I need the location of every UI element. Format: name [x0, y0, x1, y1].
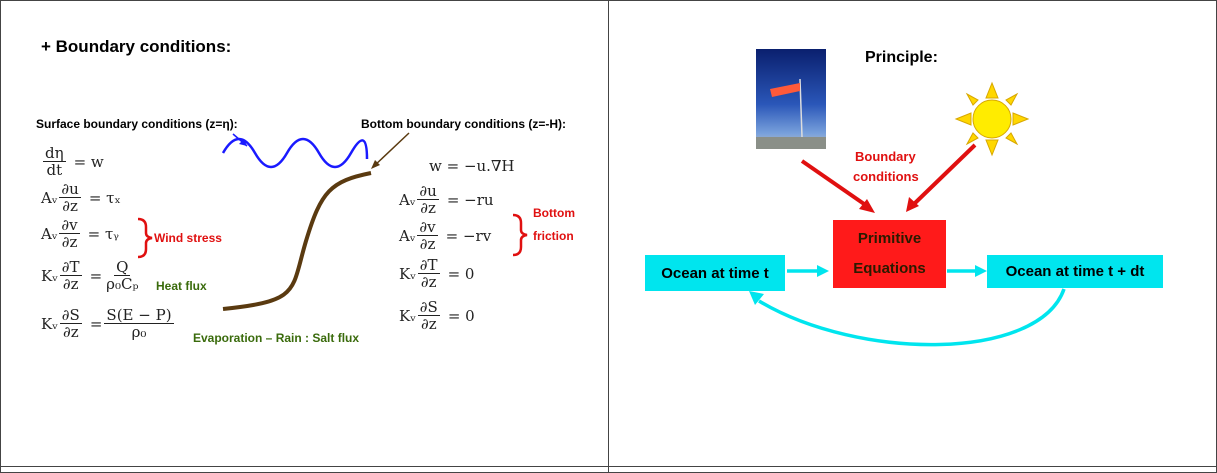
surface-eq-5: Kᵥ ∂S∂z = S(E − P)ρ₀: [41, 306, 174, 341]
heat-flux-label: Heat flux: [156, 279, 207, 293]
next-slide-edge-right: [609, 466, 1216, 472]
ocean-time-t-dt-box: Ocean at time t + dt: [987, 255, 1163, 288]
left-diagram-graphics: [137, 132, 528, 311]
surface-eq-2: Aᵥ ∂u∂z = τₓ: [41, 180, 121, 215]
sea-surface-wave: [221, 137, 369, 169]
wind-stress-label: Wind stress: [154, 231, 222, 245]
right-diagram-graphics: [749, 81, 1066, 347]
bottom-bc-label: Bottom boundary conditions (z=-H):: [361, 117, 566, 131]
surface-bc-label: Surface boundary conditions (z=η):: [36, 117, 238, 131]
bottom-eq-1: w = −u.∇H: [429, 157, 515, 175]
boundary-arrow-right: [912, 143, 977, 206]
bottom-arrow: [372, 132, 410, 168]
bottom-eq-2: Aᵥ ∂u∂z = −ru: [399, 182, 494, 217]
bottom-friction-label-1: Bottom: [533, 206, 575, 220]
windsock-icon: [756, 78, 826, 149]
feedback-loop: [758, 288, 1066, 347]
wind-stress-brace: [137, 217, 153, 259]
next-slide-edge: [1, 466, 608, 472]
salt-flux-label: Evaporation – Rain : Salt flux: [193, 331, 360, 345]
slide-title: + Boundary conditions:: [41, 37, 232, 56]
primitive-label-1: Primitive: [857, 230, 922, 247]
ocean-time-t-box: Ocean at time t: [645, 255, 785, 291]
bottom-friction-brace: [512, 213, 528, 257]
surface-eq-3: Aᵥ ∂v∂z = τᵧ: [41, 216, 119, 251]
principle-slide: Principle:: [608, 0, 1217, 473]
sun-icon: [954, 81, 1030, 157]
primitive-label-2: Equations: [853, 260, 926, 277]
boundary-conditions-slide: + Boundary conditions: Surface boundary …: [0, 0, 609, 473]
bottom-friction-label-2: friction: [533, 229, 574, 243]
bottom-eq-4: Kᵥ ∂T∂z = 0: [399, 256, 475, 291]
seafloor-curve: [222, 171, 372, 311]
primitive-equations-box: Primitive Equations: [833, 220, 946, 288]
principle-title: Principle:: [865, 49, 938, 66]
boundary-arrow-left: [800, 159, 869, 208]
bottom-eq-5: Kᵥ ∂S∂z = 0: [399, 298, 475, 333]
bottom-eq-3: Aᵥ ∂v∂z = −rv: [399, 218, 492, 253]
windsock-photo: [756, 49, 826, 149]
boundary-conditions-label-2: conditions: [853, 169, 919, 184]
boundary-conditions-label-1: Boundary: [855, 149, 916, 164]
